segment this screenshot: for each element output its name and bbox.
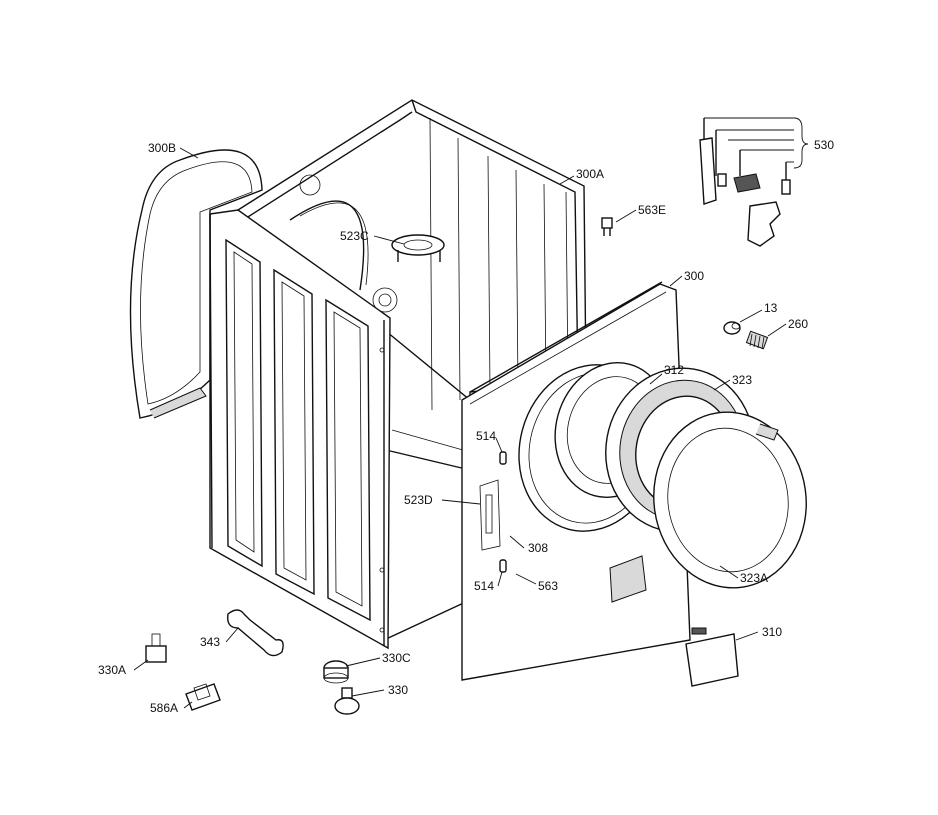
hinge-586A (185, 683, 221, 711)
label-514-upper: 514 (476, 429, 496, 443)
label-13: 13 (764, 301, 778, 315)
part-labels: 300B 300A 563E 530 523C 300 13 260 312 3… (98, 138, 834, 715)
label-330: 330 (388, 683, 408, 697)
label-308: 308 (528, 541, 548, 555)
clip-514-lower (499, 559, 507, 573)
leg-cap-330C (323, 660, 349, 684)
rear-gasket-300B (129, 149, 263, 419)
spring-260 (745, 330, 769, 350)
label-514-lower: 514 (474, 579, 494, 593)
leader-lines (133, 147, 787, 709)
label-312: 312 (664, 363, 684, 377)
label-300B: 300B (148, 141, 176, 155)
label-586A: 586A (150, 701, 178, 715)
label-530: 530 (814, 138, 834, 152)
label-343: 343 (200, 635, 220, 649)
screw-563E (601, 217, 613, 236)
label-323: 323 (732, 373, 752, 387)
door-lock-assembly-530 (699, 117, 809, 247)
label-260: 260 (788, 317, 808, 331)
label-310: 310 (762, 625, 782, 639)
door-outer-ring-323A (653, 411, 807, 589)
leg-330A (145, 633, 167, 663)
clip-514-upper (499, 451, 507, 465)
label-523D: 523D (404, 493, 433, 507)
label-330A: 330A (98, 663, 126, 677)
label-323A: 323A (740, 571, 768, 585)
label-563E: 563E (638, 203, 666, 217)
label-563: 563 (538, 579, 558, 593)
filter-cover-310 (685, 627, 739, 687)
leg-330 (334, 687, 360, 715)
side-cabinet-panel (209, 209, 391, 650)
label-300: 300 (684, 269, 704, 283)
label-523C: 523C (340, 229, 369, 243)
hose-clip-523C (391, 234, 445, 262)
label-330C: 330C (382, 651, 411, 665)
label-300A: 300A (576, 167, 604, 181)
wrench-343 (227, 609, 284, 657)
cap-13 (723, 321, 741, 335)
